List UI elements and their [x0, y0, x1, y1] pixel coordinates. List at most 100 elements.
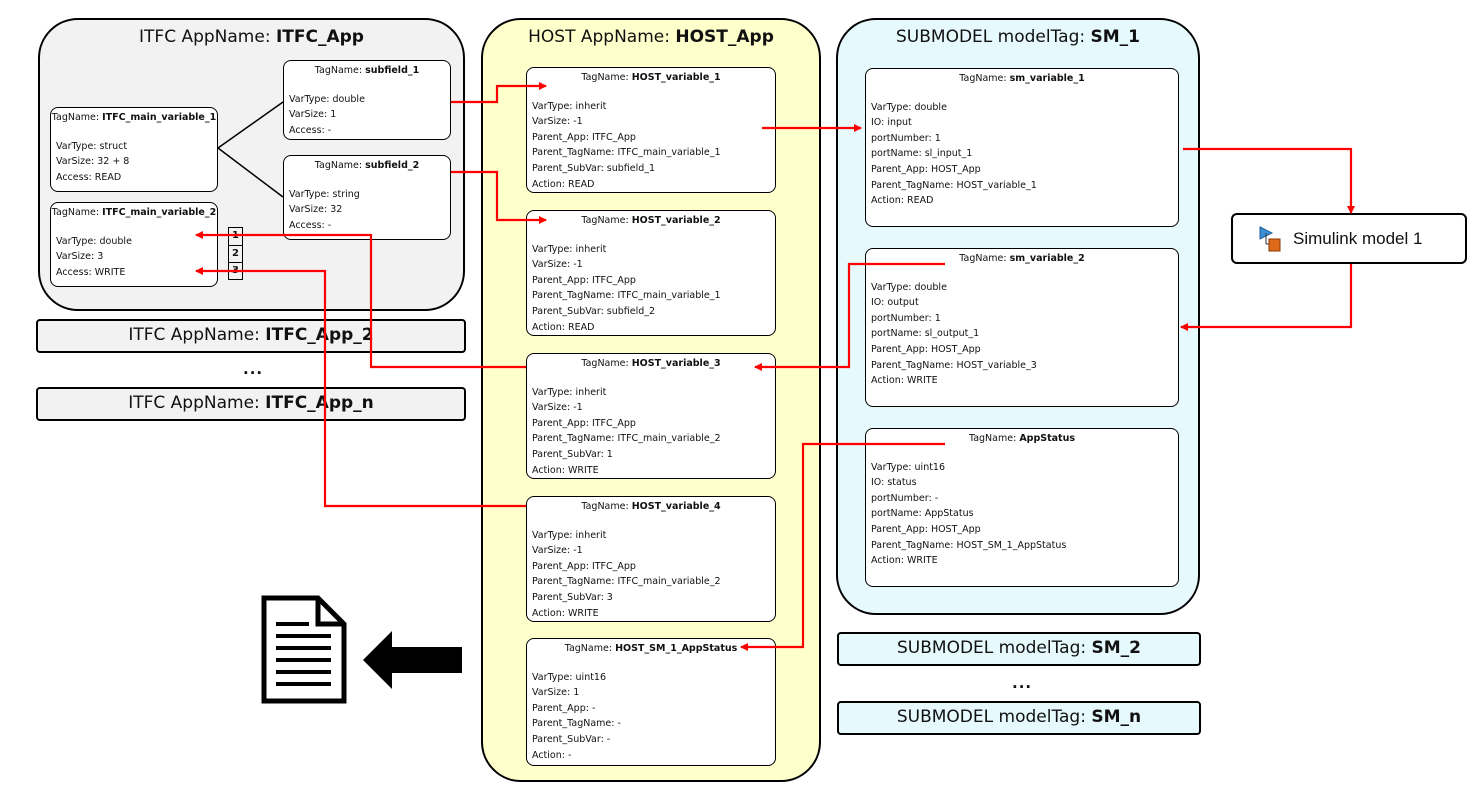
- host-variable-1-box: TagName: HOST_variable_1 VarType: inheri…: [526, 67, 776, 193]
- appstatus-to-host-appstatus-arrow: [740, 442, 945, 651]
- tag-label: TagName: AppStatus: [968, 433, 1076, 444]
- simulink-model-icon: [1259, 225, 1281, 252]
- tag-label: TagName: HOST_variable_2: [581, 215, 721, 226]
- attribute-list: VarType: struct VarSize: 32 + 8 Access: …: [51, 139, 217, 186]
- attribute-list: VarType: double VarSize: 3 Access: WRITE: [51, 234, 217, 281]
- attr-vartype: VarType: string: [289, 188, 360, 200]
- sm-variable-1-box: TagName: sm_variable_1 VarType: double I…: [865, 68, 1179, 227]
- attr-vartype: VarType: inherit: [532, 100, 607, 112]
- tag-label: TagName: sm_variable_1: [959, 73, 1085, 84]
- attribute-list: VarType: inherit VarSize: -1 Parent_App:…: [527, 99, 775, 193]
- host-variable-4-to-cell-3-arrow: [195, 267, 526, 508]
- left-arrow-icon: [363, 631, 462, 689]
- attr-parent-app: Parent_App: ITFC_App: [532, 131, 636, 143]
- attribute-list: VarType: double IO: input portNumber: 1 …: [866, 100, 1178, 209]
- attr-action: Action: READ: [532, 321, 595, 333]
- attr-parent-app: Parent_App: HOST_App: [871, 343, 981, 355]
- tag-label: TagName: sm_variable_2: [959, 253, 1085, 264]
- simulink-to-sm-variable-2-arrow: [1180, 264, 1353, 331]
- host-variable-4-box: TagName: HOST_variable_4 VarType: inheri…: [526, 496, 776, 622]
- attr-parent-tagname: Parent_TagName: ITFC_main_variable_1: [532, 147, 721, 159]
- itfc-ellipsis: ...: [243, 360, 264, 378]
- attr-varsize: VarSize: -1: [532, 402, 583, 414]
- subfield-1-box: TagName: subfield_1 VarType: double VarS…: [283, 60, 451, 140]
- attr-portname: portName: AppStatus: [871, 508, 974, 520]
- attr-vartype: VarType: inherit: [532, 386, 607, 398]
- attr-portname: portName: sl_output_1: [871, 328, 980, 340]
- attr-parent-app: Parent_App: HOST_App: [871, 163, 981, 175]
- attr-parent-tagname: Parent_TagName: HOST_SM_1_AppStatus: [871, 539, 1067, 551]
- attr-portname: portName: sl_input_1: [871, 148, 973, 160]
- attr-parent-app: Parent_App: -: [532, 702, 596, 714]
- subfield-1-to-host-variable-1-arrow: [451, 82, 547, 104]
- attr-parent-app: Parent_App: ITFC_App: [532, 560, 636, 572]
- attr-action: Action: READ: [871, 195, 934, 207]
- sm-variable-1-to-simulink-arrow: [1183, 147, 1355, 214]
- itfc-app-n-bar: ITFC AppName: ITFC_App_n: [36, 387, 466, 421]
- attr-vartype: VarType: double: [871, 281, 947, 293]
- struct-to-subfield-2-line: [217, 147, 284, 198]
- submodel-panel-title: SUBMODEL modelTag: SM_1: [896, 27, 1140, 47]
- itfc-main-variable-1-box: TagName: ITFC_main_variable_1 VarType: s…: [50, 107, 218, 192]
- host-variable-2-box: TagName: HOST_variable_2 VarType: inheri…: [526, 210, 776, 336]
- attribute-list: VarType: uint16 IO: status portNumber: -…: [866, 460, 1178, 569]
- attr-parent-subvar: Parent_SubVar: -: [532, 733, 611, 745]
- subfield-2-box: TagName: subfield_2 VarType: string VarS…: [283, 155, 451, 240]
- attr-parent-subvar: Parent_SubVar: subfield_1: [532, 162, 656, 174]
- attr-io: IO: status: [871, 477, 917, 489]
- attr-varsize: VarSize: 3: [56, 251, 104, 263]
- attr-portnumber: portNumber: 1: [871, 312, 941, 324]
- attr-vartype: VarType: inherit: [532, 243, 607, 255]
- attribute-list: VarType: double IO: output portNumber: 1…: [866, 280, 1178, 389]
- attr-portnumber: portNumber: -: [871, 492, 939, 504]
- attr-vartype: VarType: struct: [56, 140, 128, 152]
- attr-parent-tagname: Parent_TagName: ITFC_main_variable_2: [532, 576, 721, 588]
- tag-label: TagName: ITFC_main_variable_2: [51, 207, 217, 218]
- attr-parent-app: Parent_App: ITFC_App: [532, 417, 636, 429]
- document-icon: [261, 595, 347, 704]
- attr-access: Access: -: [289, 219, 332, 231]
- attribute-list: VarType: inherit VarSize: -1 Parent_App:…: [527, 385, 775, 479]
- attr-action: Action: WRITE: [871, 375, 938, 387]
- attr-vartype: VarType: uint16: [871, 461, 946, 473]
- attr-varsize: VarSize: 1: [532, 687, 580, 699]
- attr-access: Access: WRITE: [56, 266, 126, 278]
- tag-label: TagName: subfield_1: [314, 65, 420, 76]
- attr-parent-tagname: Parent_TagName: HOST_variable_3: [871, 359, 1037, 371]
- tag-label: TagName: HOST_variable_1: [581, 72, 721, 83]
- host-panel-title: HOST AppName: HOST_App: [528, 27, 774, 47]
- tag-label: TagName: ITFC_main_variable_1: [51, 112, 217, 123]
- attr-action: Action: WRITE: [871, 555, 938, 567]
- tag-label: TagName: subfield_2: [314, 160, 420, 171]
- sm-variable-2-box: TagName: sm_variable_2 VarType: double I…: [865, 248, 1179, 407]
- attr-parent-tagname: Parent_TagName: HOST_variable_1: [871, 179, 1037, 191]
- attr-parent-subvar: Parent_SubVar: subfield_2: [532, 305, 656, 317]
- attr-vartype: VarType: uint16: [532, 671, 607, 683]
- attr-vartype: VarType: inherit: [532, 529, 607, 541]
- sm-variable-2-to-host-variable-3-arrow: [754, 262, 945, 371]
- submodel-ellipsis: ...: [1012, 674, 1033, 692]
- attr-vartype: VarType: double: [871, 101, 947, 113]
- host-sm-1-appstatus-box: TagName: HOST_SM_1_AppStatus VarType: ui…: [526, 638, 776, 766]
- simulink-model-box: Simulink model 1: [1231, 213, 1467, 264]
- attr-vartype: VarType: double: [56, 235, 132, 247]
- attr-access: Access: READ: [56, 171, 122, 183]
- attribute-list: VarType: inherit VarSize: -1 Parent_App:…: [527, 528, 775, 622]
- attr-parent-tagname: Parent_TagName: ITFC_main_variable_2: [532, 433, 721, 445]
- attr-parent-tagname: Parent_TagName: -: [532, 718, 621, 730]
- attr-varsize: VarSize: 1: [289, 109, 337, 121]
- attr-varsize: VarSize: -1: [532, 259, 583, 271]
- tag-label: TagName: HOST_variable_4: [581, 501, 721, 512]
- subfield-2-to-host-variable-2-arrow: [451, 170, 547, 224]
- attr-action: Action: WRITE: [532, 464, 599, 476]
- submodel-sm-2-bar: SUBMODEL modelTag: SM_2: [837, 632, 1201, 666]
- attr-parent-subvar: Parent_SubVar: 1: [532, 448, 613, 460]
- tag-label: TagName: HOST_SM_1_AppStatus: [564, 643, 738, 654]
- attr-io: IO: output: [871, 297, 919, 309]
- attr-action: Action: -: [532, 749, 572, 761]
- attr-parent-app: Parent_App: HOST_App: [871, 523, 981, 535]
- appstatus-box: TagName: AppStatus VarType: uint16 IO: s…: [865, 428, 1179, 587]
- struct-to-subfield-1-line: [217, 101, 284, 149]
- attr-portnumber: portNumber: 1: [871, 132, 941, 144]
